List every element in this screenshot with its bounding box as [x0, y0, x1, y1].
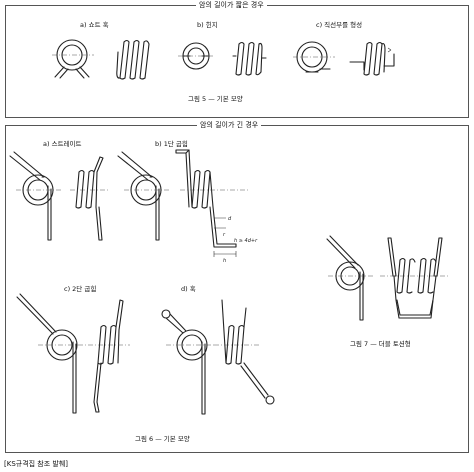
short-hook-spring-icon	[52, 39, 150, 80]
straight-arm-spring-icon	[9, 151, 110, 241]
figure-6-title: 암의 길이가 긴 경우	[197, 120, 262, 130]
figure-5-title: 암의 길이가 짧은 경우	[196, 0, 267, 10]
svg-text:d: d	[228, 216, 232, 222]
label-straight: a) 스트레이트	[43, 140, 82, 148]
hinge-spring-icon	[178, 41, 267, 76]
label-short-hook: a) 쇼트 훅	[80, 21, 109, 29]
figure-7-caption: 그림 7 — 더블 토션형	[350, 340, 411, 348]
figure-6-caption: 그림 6 — 기본 모양	[135, 435, 190, 443]
label-hook: d) 훅	[181, 285, 196, 293]
label-two-step-bend: c) 2단 굽힘	[64, 285, 97, 293]
source-footnote: [KS규격집 참조 발췌]	[4, 460, 69, 468]
figure-5-caption: 그림 5 — 기본 모양	[188, 95, 243, 103]
label-hinge: b) 힌지	[197, 21, 218, 29]
hook-arm-spring-icon	[161, 299, 275, 415]
two-step-bend-spring-icon	[16, 293, 130, 414]
double-torsion-spring-icon	[326, 235, 450, 321]
svg-text:r: r	[223, 232, 226, 238]
label-straight-section: c) 직선부를 형성	[316, 21, 363, 29]
one-step-bend-spring-icon: d r h ≥ 4d+r h	[117, 149, 258, 264]
svg-text:h ≥ 4d+r: h ≥ 4d+r	[234, 238, 258, 244]
label-one-step-bend: b) 1단 굽힘	[155, 140, 188, 148]
svg-text:h: h	[223, 258, 226, 264]
straight-section-spring-icon	[293, 41, 395, 76]
